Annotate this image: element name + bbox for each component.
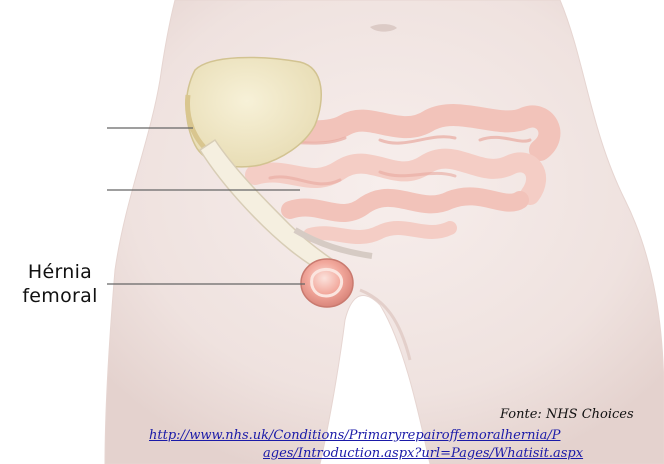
- hernia-sac: [301, 259, 353, 307]
- hernia-label-line2: femoral: [12, 284, 108, 308]
- source-link-line1[interactable]: http://www.nhs.uk/Conditions/Primaryrepa…: [149, 427, 561, 444]
- source-credit: Fonte: NHS Choices: [500, 406, 634, 423]
- hernia-label-line1: Hérnia: [12, 260, 108, 284]
- source-link-line2[interactable]: ages/Introduction.aspx?url=Pages/Whatisi…: [263, 445, 583, 462]
